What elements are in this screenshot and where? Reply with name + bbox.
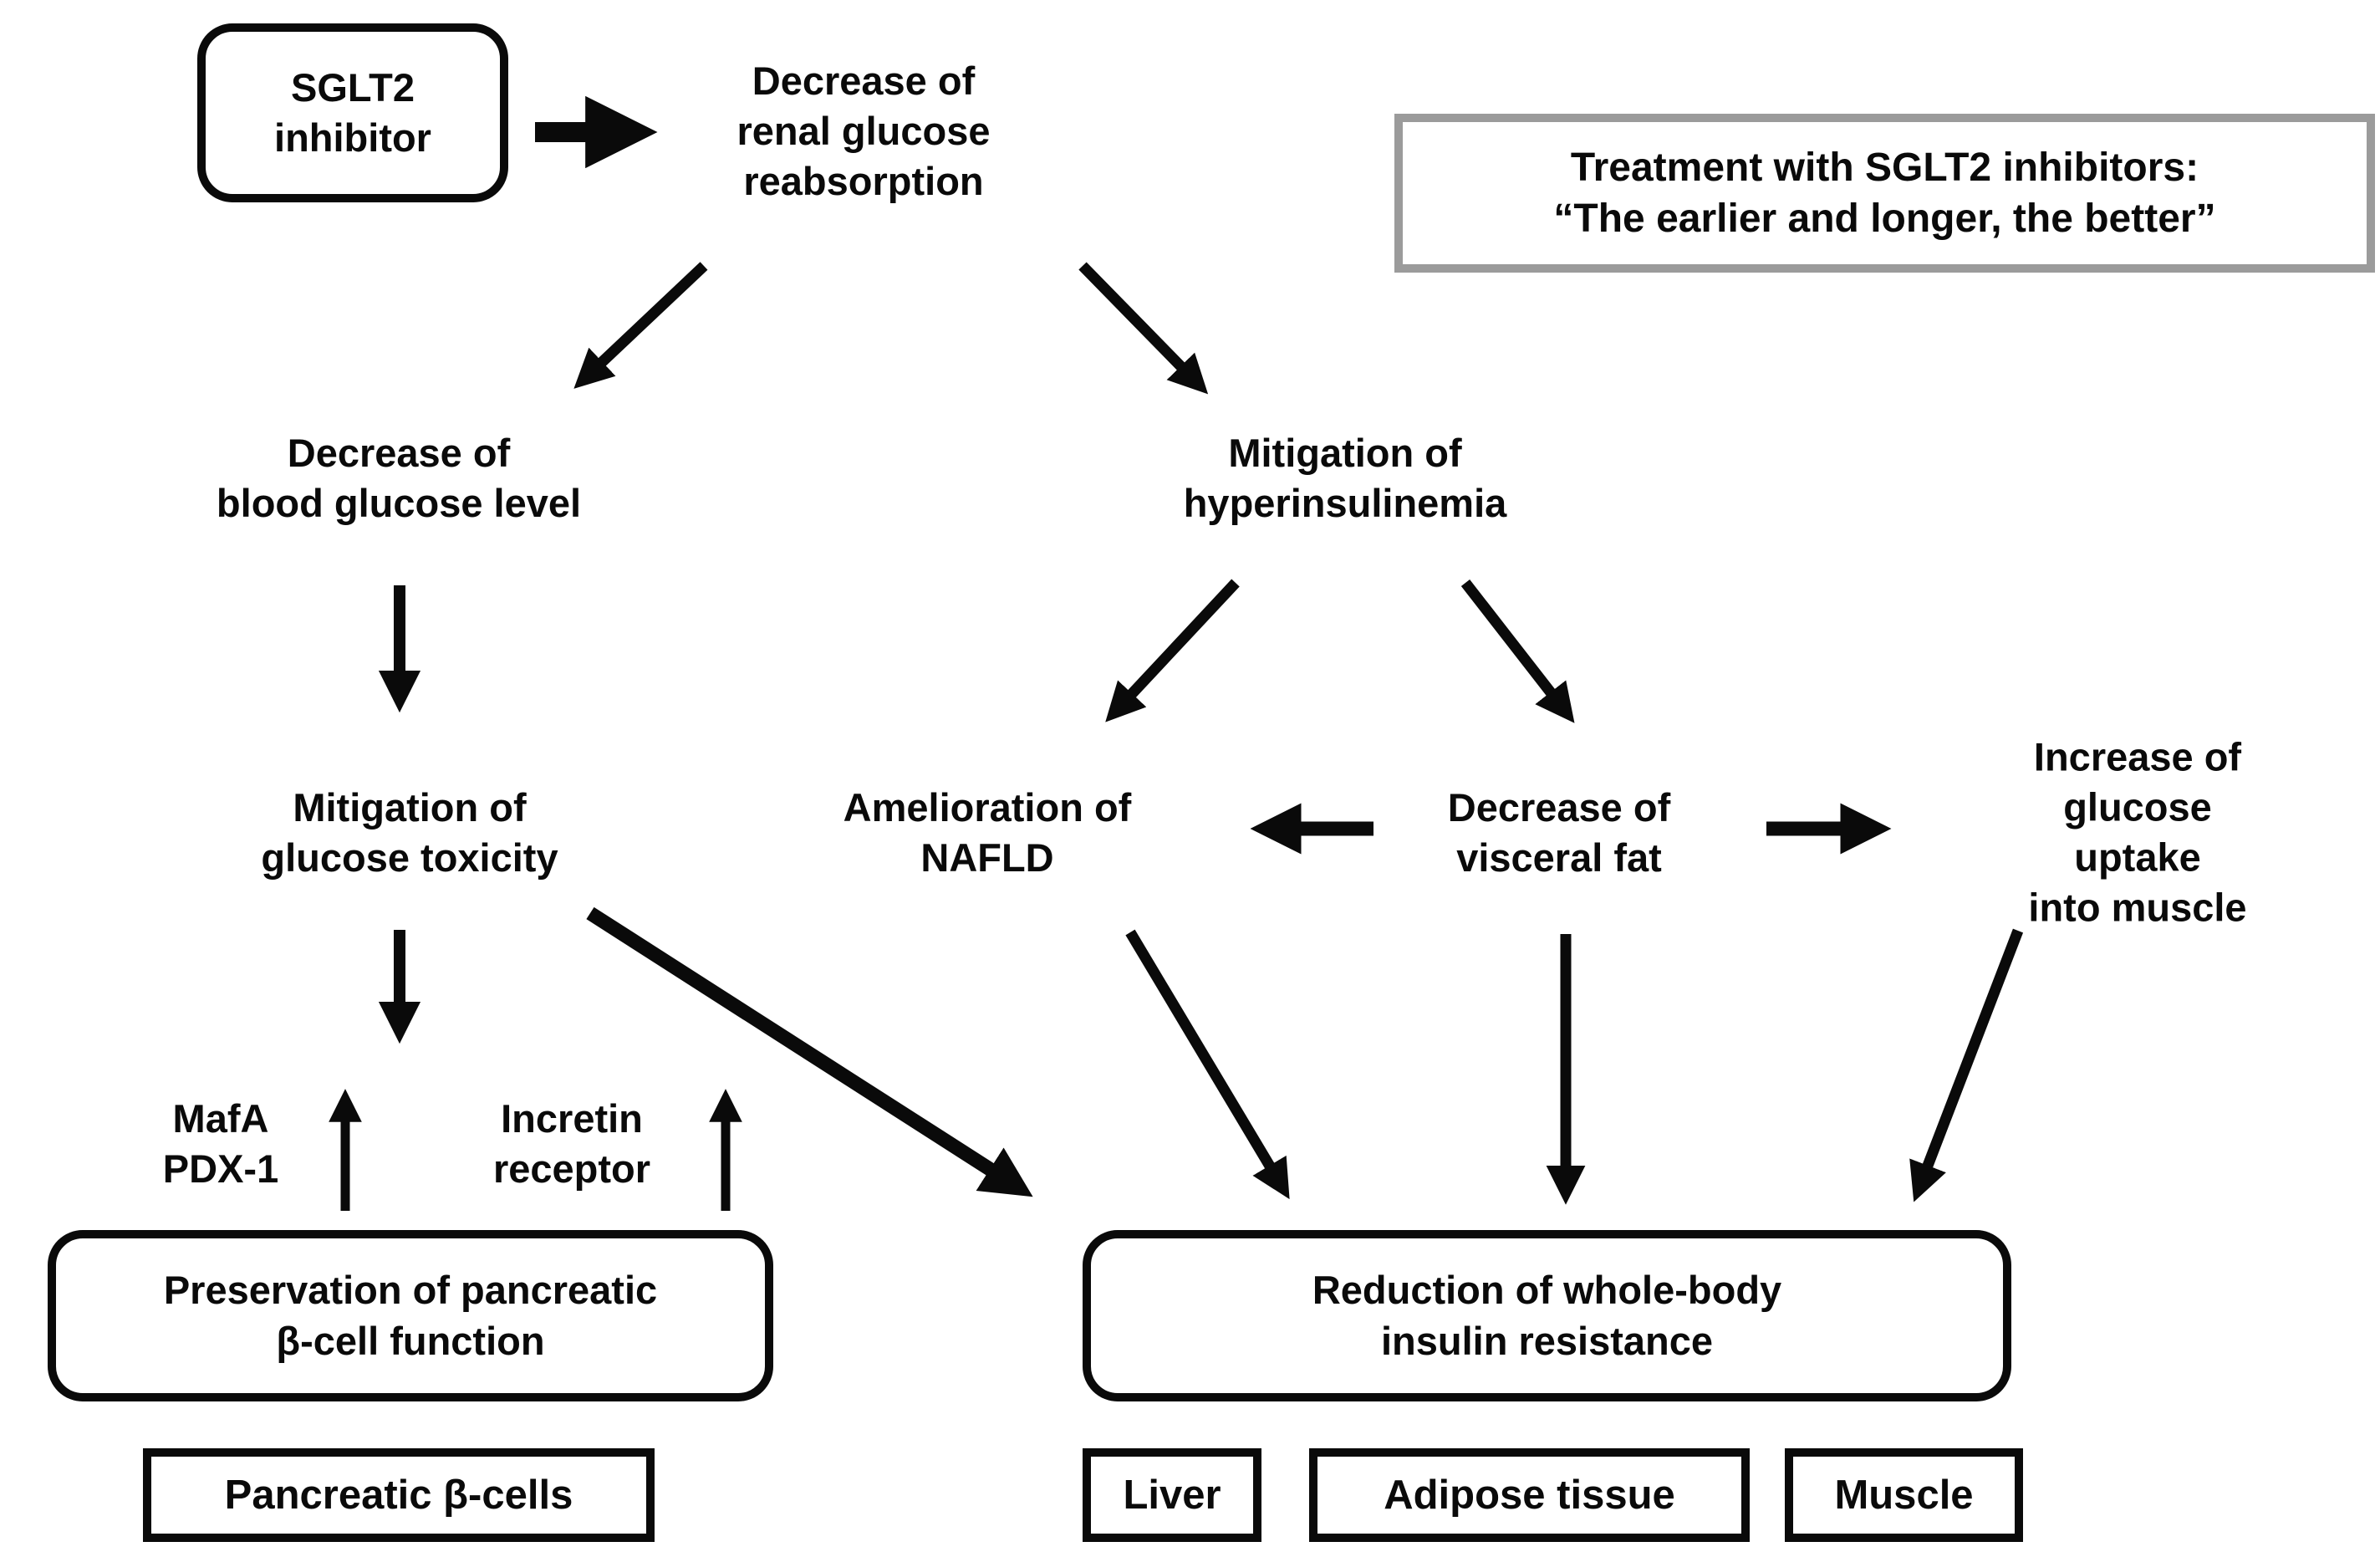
node-insulin-resistance: Reduction of whole-body insulin resistan… (1083, 1230, 2011, 1401)
node-nafld: Amelioration of NAFLD (843, 784, 1132, 880)
node-glucose-toxicity: Mitigation of glucose toxicity (261, 784, 558, 880)
arrow-hyperinsulinemia-to-visceral-fat (1460, 579, 1575, 723)
node-mafa-pdx1: MafA PDX-1 (162, 1095, 279, 1191)
arrow-renal-to-blood-glucose (573, 262, 708, 389)
node-liver: Liver (1083, 1448, 1261, 1542)
node-sglt2-inhibitor: SGLT2 inhibitor (197, 23, 508, 202)
node-renal-glucose-reabsorption: Decrease of renal glucose reabsorption (736, 58, 991, 204)
node-adipose-tissue: Adipose tissue (1309, 1448, 1750, 1542)
node-beta-cell-function: Preservation of pancreatic β-cell functi… (48, 1230, 773, 1401)
node-incretin-receptor: Incretin receptor (492, 1095, 651, 1191)
node-muscle: Muscle (1785, 1448, 2023, 1542)
node-blood-glucose-level: Decrease of blood glucose level (216, 430, 582, 525)
node-pancreatic-beta-cells: Pancreatic β-cells (143, 1448, 655, 1542)
node-visceral-fat: Decrease of visceral fat (1447, 784, 1671, 880)
node-glucose-uptake-muscle: Increase of glucose uptake into muscle (2028, 734, 2247, 931)
arrow-nafld-to-insulin-resistance (1125, 929, 1290, 1200)
arrow-renal-to-hyperinsulinemia (1078, 262, 1209, 395)
node-hyperinsulinemia: Mitigation of hyperinsulinemia (1183, 430, 1507, 525)
arrow-glucose-uptake-to-insulin-resistance (1909, 928, 2024, 1202)
arrow-glucose-toxicity-to-insulin-resistance (586, 906, 1033, 1197)
treatment-note-box: Treatment with SGLT2 inhibitors: “The ea… (1394, 114, 2375, 273)
arrow-hyperinsulinemia-to-nafld (1105, 579, 1240, 722)
